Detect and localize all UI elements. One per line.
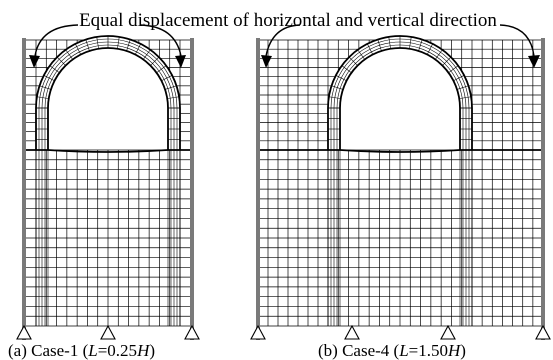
arch-radial-line — [388, 36, 391, 49]
arch-radial-line — [341, 65, 352, 73]
arch-radial-line — [43, 75, 55, 82]
arch-radial-line — [435, 49, 443, 60]
annotation-text: Equal displacement of horizontal and ver… — [79, 10, 497, 31]
arch-radial-line — [143, 49, 151, 60]
arch-radial-line — [49, 65, 60, 73]
support-triangle — [100, 324, 116, 340]
left-arrow — [29, 24, 79, 68]
support-triangle — [344, 324, 360, 340]
arch-mesh — [35, 35, 181, 326]
right-arrow — [139, 24, 186, 68]
arch-outer-edge — [35, 35, 181, 150]
arch-radial-line — [331, 85, 344, 90]
support-triangle — [440, 324, 456, 340]
arch-radial-line — [75, 43, 82, 55]
arch-radial-line — [56, 56, 66, 66]
arch-radial-line — [367, 43, 374, 55]
arch-inner-edge — [47, 47, 169, 150]
caption-case-4: (b) Case-4 (L=1.50H) — [318, 341, 466, 360]
arch-inner-edge — [339, 47, 461, 150]
arch-radial-line — [357, 49, 365, 60]
support-triangle — [184, 324, 200, 340]
arch-radial-line — [448, 65, 459, 73]
arch-radial-line — [96, 36, 99, 49]
support-triangle — [16, 324, 32, 340]
arch-radial-line — [85, 39, 90, 52]
left-arrow — [261, 24, 301, 68]
arch-radial-line — [409, 36, 412, 49]
arch-radial-line — [39, 85, 52, 90]
caption-case-1: (a) Case-1 (L=0.25H) — [8, 341, 155, 360]
arch-mesh — [327, 35, 473, 326]
panel-case-1: (a) Case-1 (L=0.25H) — [8, 24, 200, 360]
arch-radial-line — [418, 39, 423, 52]
arch-radial-line — [150, 56, 160, 66]
arch-radial-line — [134, 43, 141, 55]
arch-ring-line — [336, 44, 464, 150]
arch-outer-edge — [327, 35, 473, 150]
arch-radial-line — [36, 96, 49, 99]
arch-radial-line — [459, 96, 472, 99]
soil-interface-line — [24, 149, 192, 153]
arch-radial-line — [328, 96, 341, 99]
panel-case-4: (b) Case-4 (L=1.50H) — [250, 24, 551, 360]
soil-interface-line — [258, 149, 543, 153]
arch-radial-line — [117, 36, 120, 49]
arch-radial-line — [456, 85, 469, 90]
arch-radial-line — [65, 49, 73, 60]
arch-radial-line — [164, 85, 177, 90]
support-triangle — [250, 324, 266, 340]
support-triangle — [535, 324, 551, 340]
arch-ring-line — [41, 41, 175, 150]
arch-radial-line — [348, 56, 358, 66]
arch-radial-line — [453, 75, 465, 82]
right-arrow — [499, 24, 540, 68]
mesh-grid — [257, 39, 544, 327]
arch-radial-line — [161, 75, 173, 82]
arch-ring-line — [44, 44, 172, 150]
mesh-grid — [23, 39, 193, 327]
arch-radial-line — [442, 56, 452, 66]
arch-radial-line — [126, 39, 131, 52]
arch-radial-line — [156, 65, 167, 73]
arch-radial-line — [426, 43, 433, 55]
arch-radial-line — [377, 39, 382, 52]
arch-ring-line — [333, 41, 467, 150]
arch-radial-line — [335, 75, 347, 82]
arch-radial-line — [167, 96, 180, 99]
